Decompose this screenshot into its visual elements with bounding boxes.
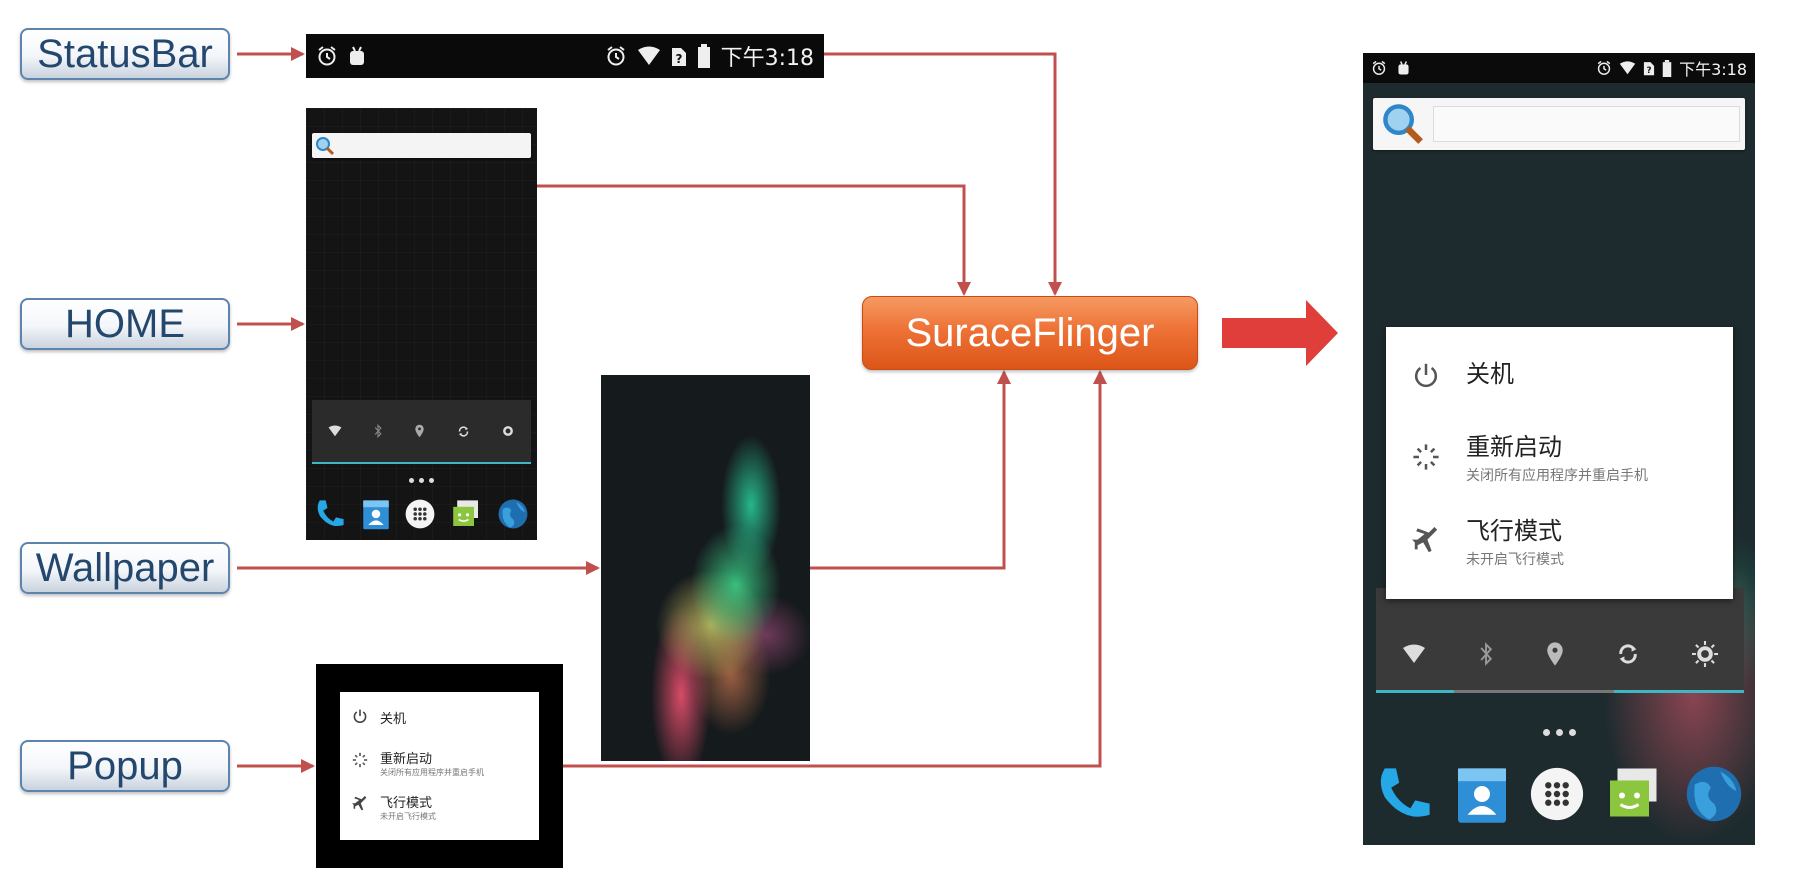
surface-flinger-label: SuraceFlinger	[905, 310, 1155, 355]
popup-thumbnail: 关机 重新启动 关闭所有应用程序并重启手机 飞行模式 未开启飞行模式	[316, 664, 563, 868]
browser-icon[interactable]	[1682, 762, 1746, 826]
phone-icon	[317, 500, 344, 527]
surface-flinger-box: SuraceFlinger	[862, 296, 1198, 370]
contacts-icon	[362, 500, 389, 530]
result-search-bar[interactable]	[1373, 98, 1745, 150]
brightness-icon	[503, 426, 514, 436]
popup-label-text: Popup	[67, 743, 183, 788]
popup-label: Popup	[20, 740, 230, 792]
airplane-icon	[352, 796, 367, 811]
result-quick-settings-indicator	[1614, 690, 1744, 693]
status-time: 下午3:18	[1679, 60, 1747, 79]
popup-item-subtitle: 未开启飞行模式	[380, 812, 436, 821]
wallpaper-thumbnail	[601, 375, 810, 761]
android-icon	[350, 46, 364, 65]
popup-item-power: 关机	[352, 708, 406, 727]
no-sim-icon: ?	[671, 48, 686, 66]
composited-screen: ? 下午3:18 关机 重新启动 关闭所有应用程序并重启手机	[1363, 53, 1755, 845]
svg-text:?: ?	[675, 52, 682, 66]
popup-item-title: 飞行模式	[380, 795, 433, 810]
home-thumbnail	[306, 108, 537, 540]
apps-icon[interactable]	[1528, 765, 1586, 823]
result-app-dock	[1363, 755, 1755, 833]
sync-icon	[458, 425, 469, 437]
big-red-arrow	[1222, 300, 1338, 366]
arrow-home-to-flinger	[537, 184, 971, 296]
arrow-wallpaper-to-flinger	[810, 370, 1011, 570]
search-icon	[1383, 104, 1423, 144]
popup-item-subtitle: 关闭所有应用程序并重启手机	[1466, 467, 1648, 483]
popup-item-subtitle: 关闭所有应用程序并重启手机	[380, 768, 484, 777]
arrow-statusbar-to-flinger	[824, 52, 1062, 296]
bluetooth-icon[interactable]	[1478, 642, 1494, 666]
battery-icon	[697, 44, 710, 68]
contacts-icon[interactable]	[1454, 762, 1510, 826]
status-time: 下午3:18	[720, 46, 814, 71]
apps-icon	[406, 499, 435, 529]
statusbar-thumbnail: ? 下午3:18	[306, 34, 824, 78]
wifi-icon	[1619, 61, 1636, 75]
android-icon	[1398, 61, 1409, 75]
no-sim-icon: ?	[1643, 62, 1655, 76]
phone-icon[interactable]	[1372, 762, 1436, 826]
wallpaper-label: Wallpaper	[20, 542, 230, 594]
alarm-icon	[1372, 60, 1386, 75]
search-icon	[316, 137, 335, 156]
popup-item-title: 关机	[1466, 361, 1514, 388]
result-quick-settings-indicator	[1454, 690, 1614, 693]
statusbar-label-text: StatusBar	[37, 31, 213, 76]
wifi-icon	[328, 425, 342, 437]
popup-item-restart: 重新启动 关闭所有应用程序并重启手机	[352, 748, 484, 778]
page-dots	[306, 478, 537, 483]
popup-item-title: 飞行模式	[1466, 518, 1562, 545]
result-quick-settings	[1376, 588, 1744, 690]
battery-icon	[1662, 59, 1672, 77]
popup-item-restart[interactable]: 重新启动 关闭所有应用程序并重启手机	[1412, 433, 1648, 485]
sync-icon[interactable]	[1616, 642, 1640, 666]
statusbar-label: StatusBar	[20, 28, 230, 80]
quick-settings-indicator	[312, 462, 531, 464]
wifi-icon[interactable]	[1402, 644, 1426, 664]
alarm-icon	[606, 46, 625, 66]
popup-item-subtitle: 未开启飞行模式	[1466, 551, 1564, 567]
messaging-icon[interactable]	[1604, 762, 1664, 826]
wallpaper-label-text: Wallpaper	[35, 545, 215, 590]
location-icon[interactable]	[1546, 641, 1564, 667]
power-icon	[1414, 363, 1438, 388]
result-page-dots	[1363, 729, 1755, 736]
popup-item-airplane: 飞行模式 未开启飞行模式	[352, 792, 436, 822]
svg-text:?: ?	[1647, 66, 1652, 76]
search-bar	[312, 133, 531, 158]
popup-item-title: 重新启动	[380, 751, 433, 766]
brightness-icon[interactable]	[1692, 641, 1718, 667]
alarm-icon	[318, 46, 336, 66]
popup-item-power[interactable]: 关机	[1412, 361, 1514, 389]
location-icon	[415, 424, 425, 438]
arrow-popup-to-flinger	[563, 370, 1107, 768]
bluetooth-icon	[374, 424, 382, 438]
popup-item-title: 关机	[380, 711, 407, 726]
popup-card: 关机 重新启动 关闭所有应用程序并重启手机 飞行模式 未开启飞行模式	[340, 692, 539, 840]
power-icon	[353, 709, 367, 723]
wifi-icon	[637, 46, 660, 65]
restart-icon	[1413, 444, 1439, 470]
browser-icon	[498, 499, 528, 529]
alarm-icon	[1597, 60, 1611, 75]
result-popup-dialog: 关机 重新启动 关闭所有应用程序并重启手机 飞行模式 未开启飞行模式	[1386, 327, 1733, 599]
result-statusbar: ? 下午3:18	[1363, 53, 1755, 83]
home-label: HOME	[20, 298, 230, 350]
restart-icon	[352, 752, 368, 768]
airplane-icon	[1412, 527, 1438, 553]
popup-item-title: 重新启动	[1466, 434, 1562, 461]
popup-item-airplane[interactable]: 飞行模式 未开启飞行模式	[1412, 517, 1564, 569]
home-label-text: HOME	[65, 301, 185, 346]
messaging-icon	[453, 500, 479, 526]
app-dock	[306, 492, 537, 536]
quick-settings-panel	[312, 400, 531, 462]
result-quick-settings-indicator	[1376, 690, 1454, 693]
